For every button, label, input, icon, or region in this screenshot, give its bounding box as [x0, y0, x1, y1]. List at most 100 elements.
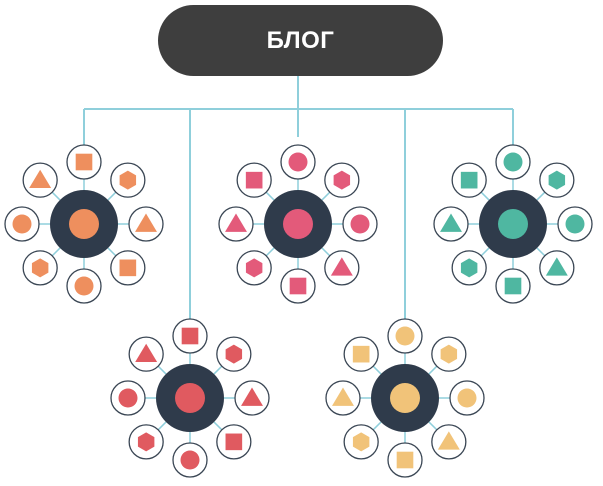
satellite-node [22, 162, 58, 198]
satellite-node [431, 424, 467, 460]
satellite-node [280, 144, 316, 180]
hexagon-icon [137, 432, 155, 452]
hexagon-icon [225, 344, 243, 364]
satellite-node [557, 206, 593, 242]
spoke-line [321, 247, 331, 257]
spoke-line [51, 191, 61, 201]
spoke-line [213, 421, 223, 431]
satellite-node [325, 380, 361, 416]
square-icon [225, 433, 243, 451]
circle-icon [118, 388, 138, 408]
satellite-node [449, 380, 485, 416]
satellite-node [495, 268, 531, 304]
circle-icon [12, 214, 32, 234]
triangle-icon [332, 387, 354, 406]
satellite-node [387, 318, 423, 354]
spoke-line [107, 191, 117, 201]
triangle-icon [437, 431, 460, 450]
circle-icon [565, 214, 585, 234]
cluster-pink [218, 144, 378, 304]
satellite-node [342, 206, 378, 242]
circle-icon [457, 388, 477, 408]
spoke-line [265, 191, 275, 201]
satellite-node [343, 424, 379, 460]
triangle-icon [135, 343, 158, 362]
satellite-node [172, 318, 208, 354]
hub-core [175, 383, 205, 413]
satellite-node [539, 250, 575, 286]
triangle-icon [330, 257, 353, 276]
satellite-node [495, 144, 531, 180]
satellite-node [128, 206, 164, 242]
cluster-yellow [325, 318, 485, 478]
satellite-node [236, 162, 272, 198]
hub-core [390, 383, 420, 413]
satellite-node [431, 336, 467, 372]
square-icon [181, 327, 199, 345]
hexagon-icon [352, 432, 370, 452]
triangle-icon [241, 387, 263, 406]
satellite-node [66, 268, 102, 304]
spoke-line [157, 421, 167, 431]
hexagon-icon [245, 258, 263, 278]
square-icon [289, 277, 307, 295]
square-icon [504, 277, 522, 295]
satellite-node [539, 162, 575, 198]
satellite-node [236, 250, 272, 286]
circle-icon [288, 152, 308, 172]
satellite-node [128, 424, 164, 460]
circle-icon [503, 152, 523, 172]
spoke-line [428, 421, 438, 431]
square-icon [245, 171, 263, 189]
hexagon-icon [460, 258, 478, 278]
satellite-node [22, 250, 58, 286]
spoke-line [321, 191, 331, 201]
square-icon [460, 171, 478, 189]
satellite-node [451, 250, 487, 286]
spoke-line [480, 191, 490, 201]
spoke-line [213, 365, 223, 375]
hub-core [283, 209, 313, 239]
satellite-node [110, 250, 146, 286]
hexagon-icon [119, 170, 137, 190]
root-label: БЛОГ [266, 26, 335, 54]
square-icon [119, 259, 137, 277]
satellite-node [66, 144, 102, 180]
triangle-icon [225, 213, 247, 232]
triangle-icon [545, 257, 568, 276]
spoke-line [157, 365, 167, 375]
spoke-line [372, 421, 382, 431]
satellite-node [172, 442, 208, 478]
spoke-line [265, 247, 275, 257]
satellite-node [110, 162, 146, 198]
satellite-node [216, 336, 252, 372]
circle-icon [74, 276, 94, 296]
hexagon-icon [31, 258, 49, 278]
circle-icon [395, 326, 415, 346]
spoke-line [536, 247, 546, 257]
triangle-icon [29, 169, 52, 188]
satellite-node [324, 162, 360, 198]
square-icon [75, 153, 93, 171]
circle-icon [180, 450, 200, 470]
triangle-icon [440, 213, 462, 232]
triangle-icon [135, 213, 157, 232]
square-icon [396, 451, 414, 469]
satellite-node [4, 206, 40, 242]
clusters [4, 144, 593, 478]
spoke-line [480, 247, 490, 257]
spoke-line [428, 365, 438, 375]
satellite-node [433, 206, 469, 242]
cluster-red [110, 318, 270, 478]
satellite-node [387, 442, 423, 478]
cluster-orange [4, 144, 164, 304]
satellite-node [343, 336, 379, 372]
circle-icon [350, 214, 370, 234]
satellite-node [234, 380, 270, 416]
satellite-node [218, 206, 254, 242]
spoke-line [536, 191, 546, 201]
hub-core [498, 209, 528, 239]
satellite-node [324, 250, 360, 286]
satellite-node [128, 336, 164, 372]
